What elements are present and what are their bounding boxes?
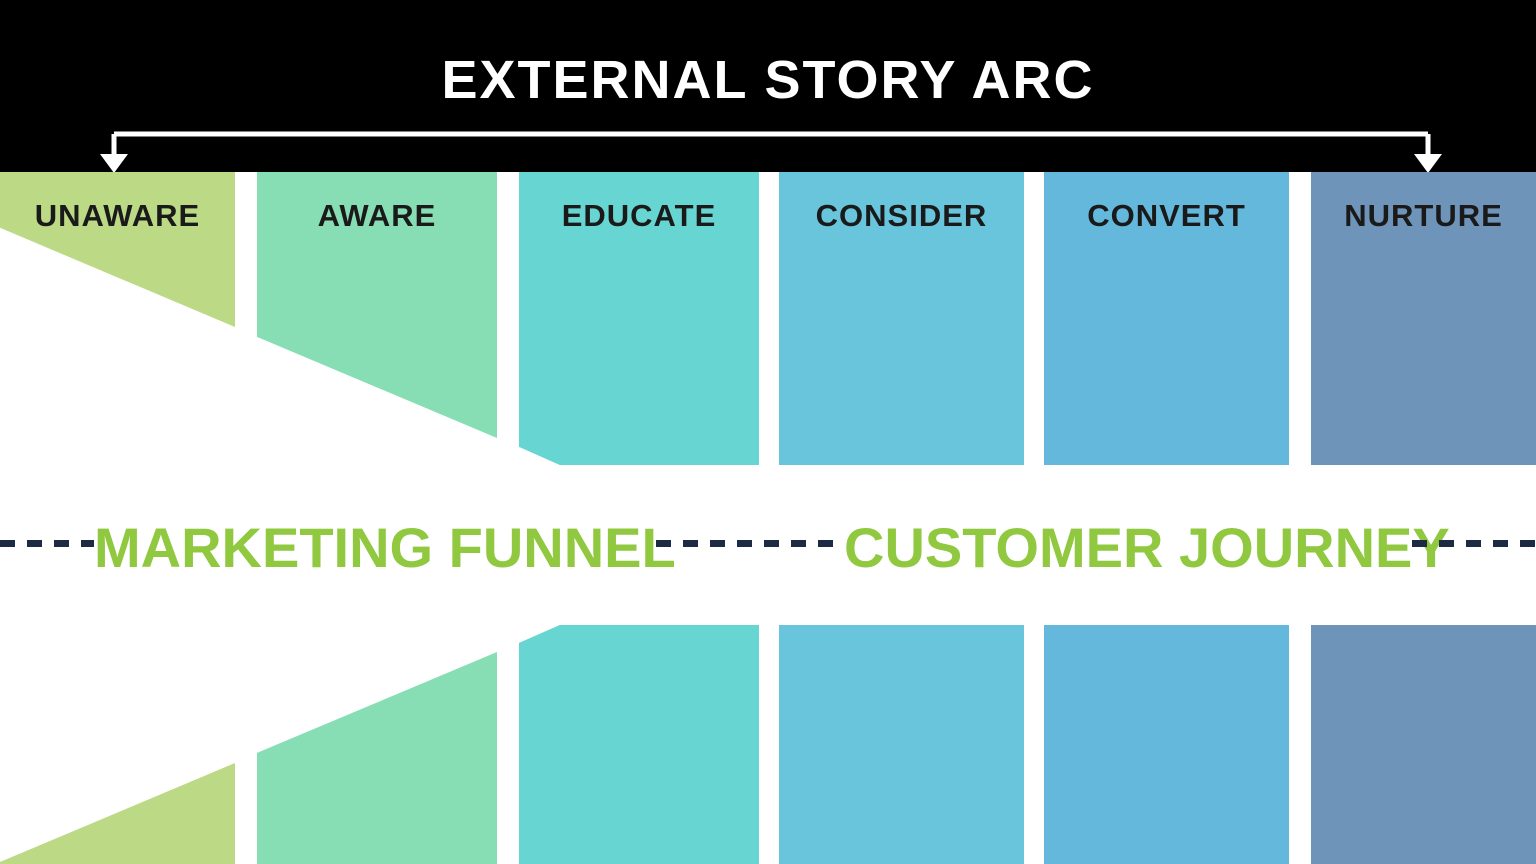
header-band: EXTERNAL STORY ARC (0, 0, 1536, 173)
story-arc-bracket (100, 131, 1442, 173)
stage-shape-consider-top (779, 172, 1024, 465)
stage-shape-consider-bottom (779, 625, 1024, 864)
stage-label-convert: CONVERT (1087, 198, 1246, 233)
marketing-funnel-label: MARKETING FUNNEL (94, 516, 676, 579)
arrow-down-icon (100, 154, 128, 173)
customer-journey-label: CUSTOMER JOURNEY (844, 516, 1450, 579)
stage-label-nurture: NURTURE (1344, 198, 1503, 233)
stage-shape-convert-top (1044, 172, 1289, 465)
stage-shape-unaware-bottom (0, 763, 235, 864)
arrow-down-icon (1414, 154, 1442, 173)
divider-dashes-right (1412, 540, 1536, 547)
stage-shape-educate-bottom (519, 625, 759, 864)
page-title: EXTERNAL STORY ARC (441, 50, 1095, 110)
stage-label-aware: AWARE (317, 198, 437, 233)
divider-dashes-left (0, 540, 94, 547)
stage-label-unaware: UNAWARE (34, 198, 201, 233)
stage-shape-nurture-top (1311, 172, 1536, 465)
stage-shape-convert-bottom (1044, 625, 1289, 864)
stage-shape-educate-top (519, 172, 759, 465)
stage-shape-aware-bottom (257, 652, 497, 864)
divider-dashes-middle (656, 540, 844, 547)
stage-label-educate: EDUCATE (561, 198, 717, 233)
stage-shape-nurture-bottom (1311, 625, 1536, 864)
stage-label-consider: CONSIDER (815, 198, 988, 233)
